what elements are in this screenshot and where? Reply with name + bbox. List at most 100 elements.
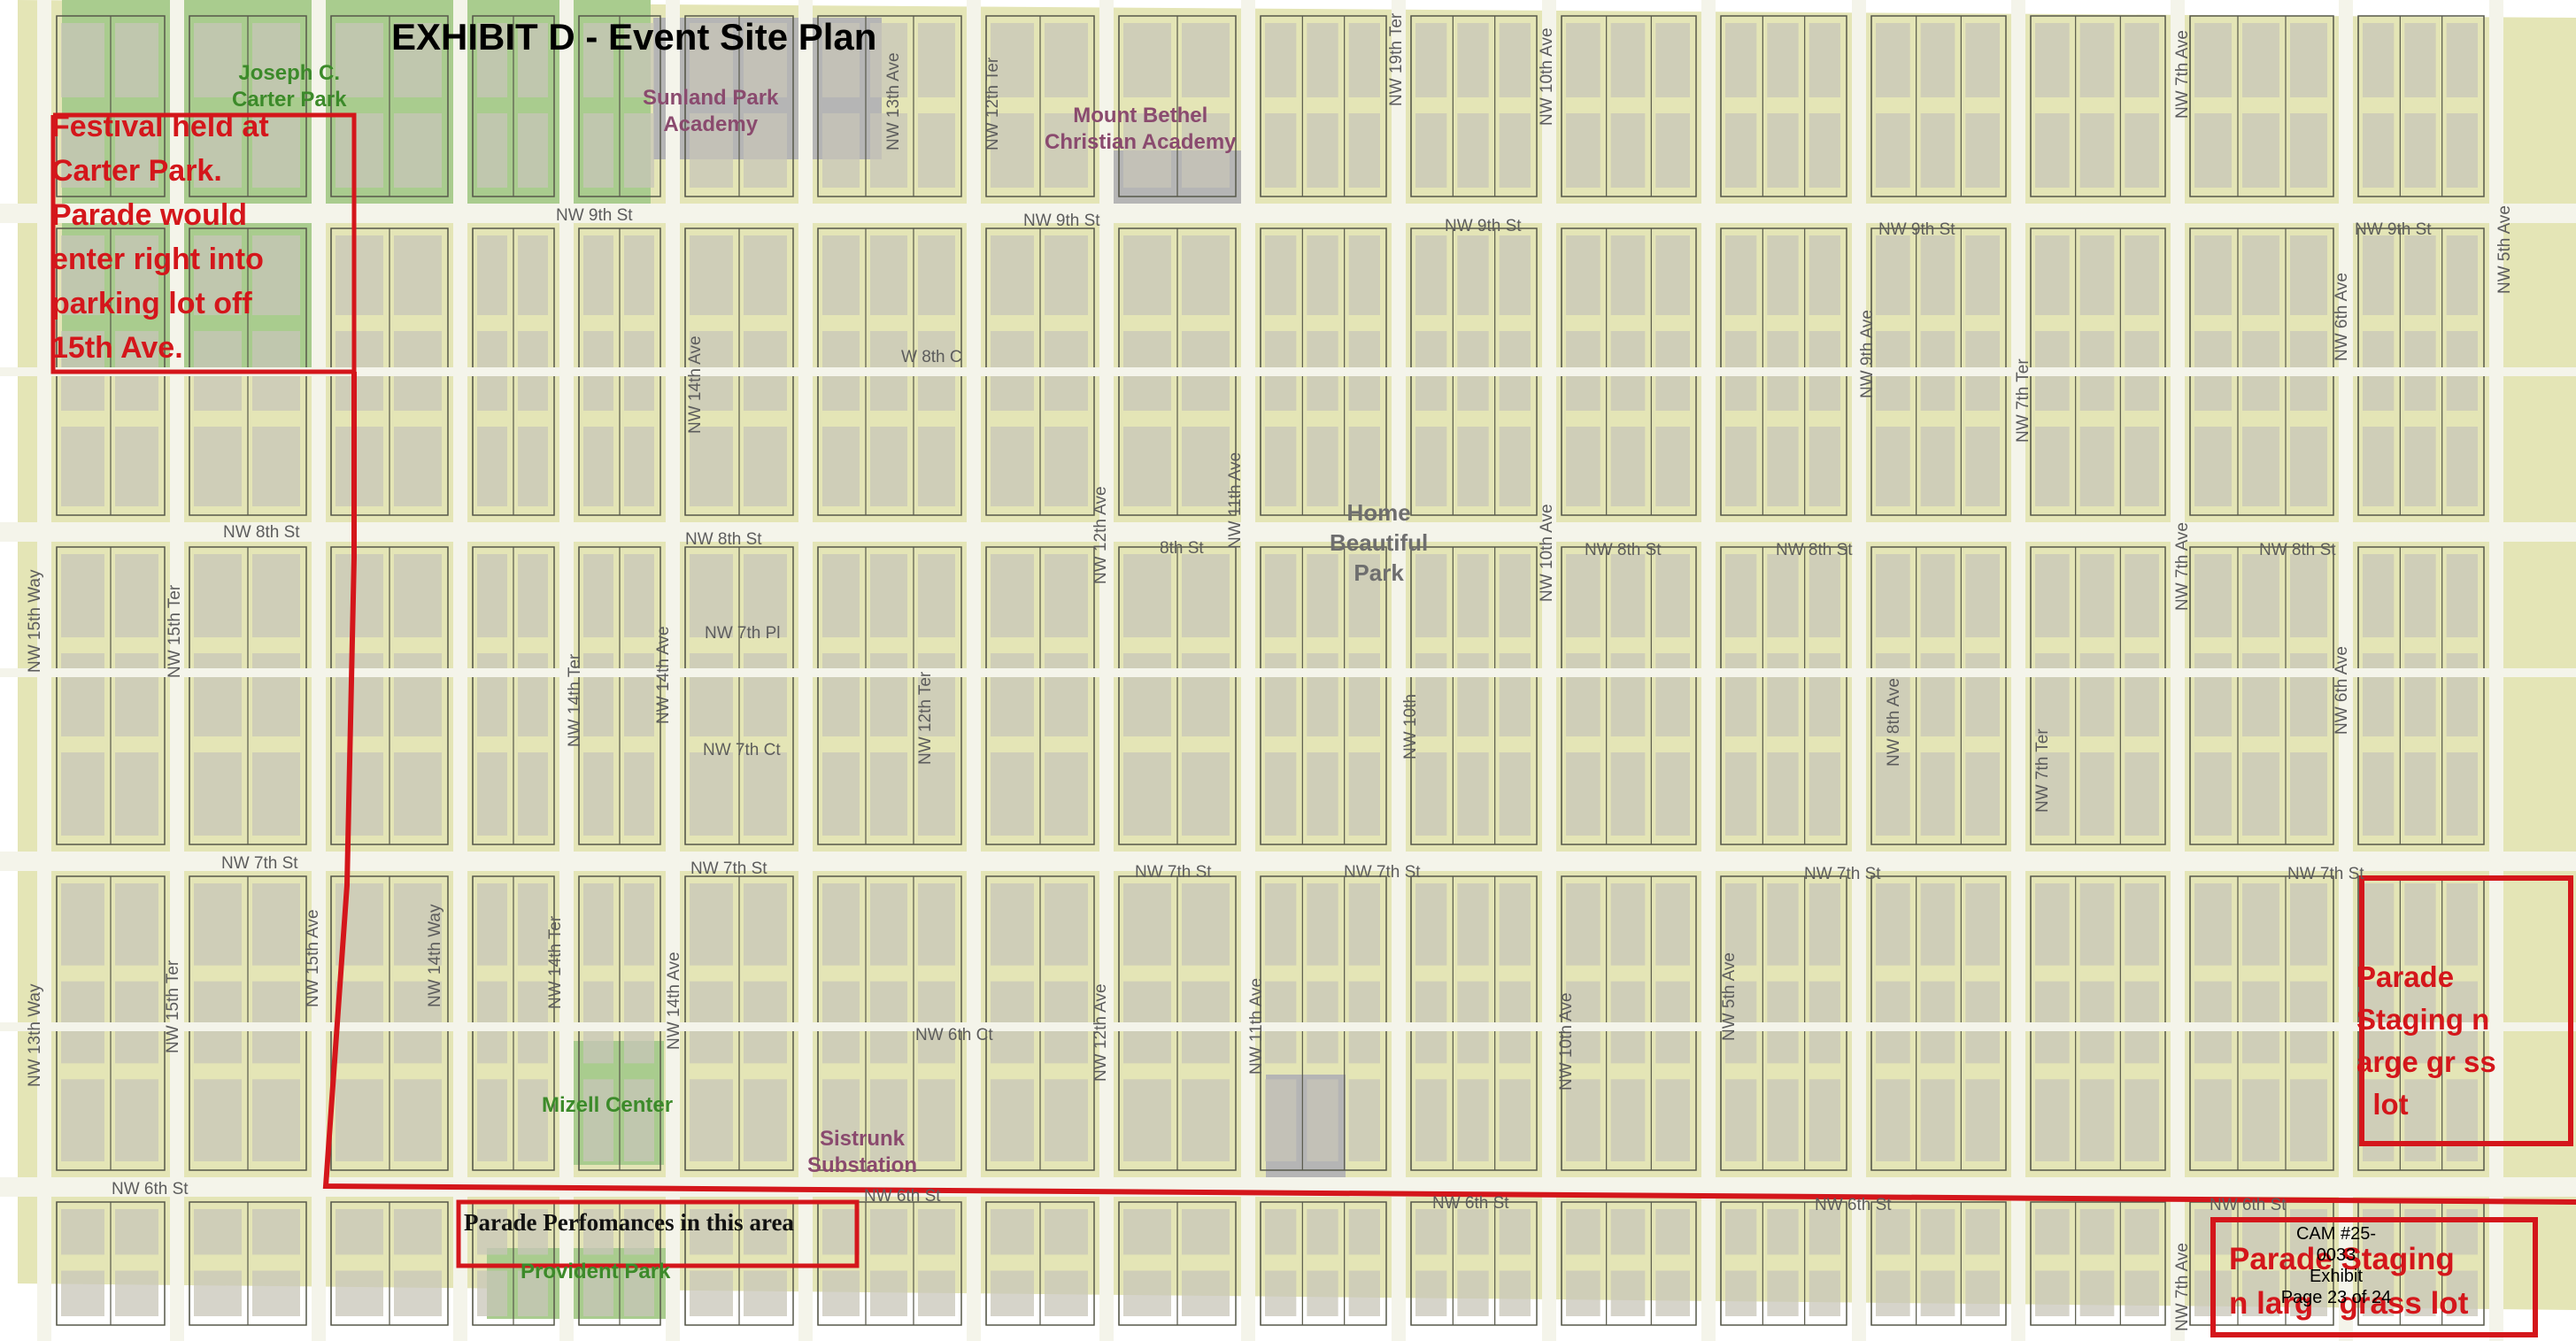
building xyxy=(115,883,158,966)
building xyxy=(1655,1270,1690,1316)
block-outline xyxy=(1720,15,1847,197)
building xyxy=(1767,554,1799,637)
building xyxy=(2079,1209,2115,1255)
building xyxy=(1767,235,1799,315)
building xyxy=(477,1209,507,1255)
street-label: NW 7th St xyxy=(690,859,767,878)
building xyxy=(1045,653,1088,736)
building xyxy=(2404,235,2436,315)
building xyxy=(744,235,787,315)
building xyxy=(2404,427,2436,506)
building xyxy=(1965,554,2000,637)
building xyxy=(2446,752,2478,836)
building xyxy=(1182,235,1230,315)
building xyxy=(2125,23,2159,97)
building xyxy=(1182,554,1230,637)
building xyxy=(61,1209,104,1255)
building xyxy=(991,427,1034,506)
building xyxy=(1045,752,1088,836)
building xyxy=(1348,752,1380,836)
block-outline xyxy=(1870,1201,2007,1326)
building xyxy=(477,883,507,966)
building xyxy=(2363,427,2395,506)
building xyxy=(2404,653,2436,736)
block-outline xyxy=(189,1201,307,1326)
building xyxy=(991,653,1034,736)
exhibit-label: Exhibit xyxy=(2309,1267,2364,1286)
building xyxy=(2363,752,2395,836)
building xyxy=(822,113,860,188)
building xyxy=(477,1079,507,1161)
building xyxy=(918,113,955,188)
street-label: NW 10th Ave xyxy=(1538,504,1556,602)
building xyxy=(2079,883,2115,966)
building xyxy=(2446,1079,2478,1161)
building xyxy=(252,752,300,836)
building xyxy=(394,235,442,315)
building xyxy=(477,113,507,188)
building xyxy=(1566,1209,1600,1255)
building xyxy=(918,1270,955,1316)
street-label: NW 15th Way xyxy=(26,569,44,674)
building xyxy=(335,653,383,736)
building xyxy=(1499,1079,1531,1161)
block-outline xyxy=(2357,546,2485,845)
block-outline xyxy=(1260,15,1387,197)
street-label: NW 6th Ct xyxy=(915,1026,993,1044)
building xyxy=(624,653,654,736)
building xyxy=(61,752,104,836)
building xyxy=(2404,1270,2436,1316)
building xyxy=(870,1209,907,1255)
building xyxy=(2125,752,2159,836)
block-outline xyxy=(2189,546,2334,845)
building xyxy=(335,752,383,836)
building xyxy=(1725,427,1757,506)
building xyxy=(335,1079,383,1161)
building xyxy=(394,1209,442,1255)
building xyxy=(1457,113,1489,188)
building xyxy=(744,23,787,97)
building xyxy=(822,1209,860,1255)
street-label: NW 7th Ct xyxy=(703,741,781,759)
parade-route xyxy=(50,112,2576,1337)
building xyxy=(1767,653,1799,736)
block-outline xyxy=(1118,546,1237,845)
building xyxy=(991,752,1034,836)
building xyxy=(2290,752,2327,836)
building xyxy=(2242,883,2279,966)
building xyxy=(624,113,654,188)
street-label: NW 14th Ter xyxy=(546,915,565,1009)
street-label: NW 14th Ave xyxy=(654,626,673,724)
block-outline xyxy=(1410,546,1538,845)
building xyxy=(870,653,907,736)
building xyxy=(1809,752,1840,836)
building xyxy=(1767,427,1799,506)
building xyxy=(2035,23,2070,97)
minor-street xyxy=(0,1022,2576,1031)
building xyxy=(1767,752,1799,836)
building xyxy=(1045,554,1088,637)
building xyxy=(1725,1079,1757,1161)
building xyxy=(1348,1079,1380,1161)
street-label: NW 7th Ave xyxy=(2173,1243,2192,1331)
building xyxy=(1307,1209,1338,1255)
building xyxy=(2079,554,2115,637)
building xyxy=(2404,752,2436,836)
building xyxy=(822,653,860,736)
building xyxy=(1566,235,1600,315)
building xyxy=(1457,883,1489,966)
building xyxy=(115,113,158,188)
building xyxy=(2290,23,2327,97)
building xyxy=(1655,113,1690,188)
building xyxy=(1655,653,1690,736)
parade-route-line xyxy=(322,372,2576,1205)
building xyxy=(2242,113,2279,188)
building xyxy=(1415,427,1447,506)
building xyxy=(822,554,860,637)
building xyxy=(1348,1270,1380,1316)
building xyxy=(1920,554,1955,637)
building xyxy=(1499,1209,1531,1255)
building xyxy=(194,1209,242,1255)
building xyxy=(1876,23,1910,97)
building xyxy=(583,1270,613,1316)
